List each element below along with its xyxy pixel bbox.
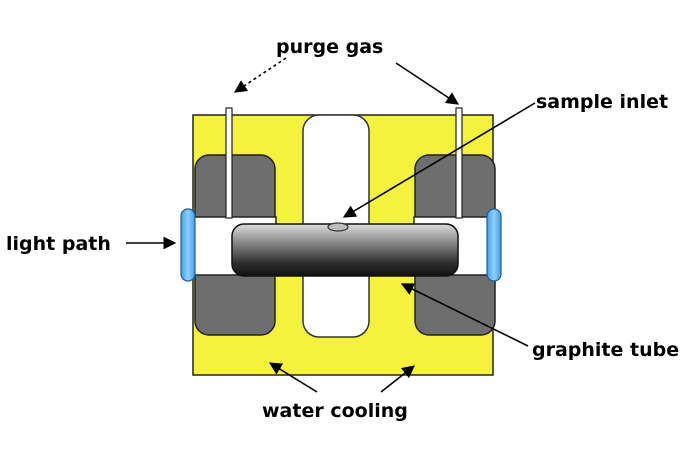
graphite-tube-label: graphite tube — [532, 339, 679, 361]
left-gas-tube — [225, 107, 233, 219]
graphite-tube-arrow — [400, 283, 529, 347]
light-path-label: light path — [6, 233, 111, 255]
right-gas-tube — [455, 107, 463, 219]
right-window — [486, 208, 502, 282]
purge-gas-label: purge gas — [276, 36, 383, 58]
water-cooling-label: water cooling — [262, 400, 408, 422]
sample-inlet-arrow — [342, 102, 536, 218]
sample-inlet-label: sample inlet — [536, 91, 668, 113]
left-window — [180, 208, 196, 282]
purge-gas-arrow-right — [395, 62, 460, 105]
purge-gas-arrow-left — [233, 57, 287, 93]
sample-hole — [327, 222, 349, 232]
graphite-tube — [231, 223, 459, 277]
water-cooling-arrow-right — [380, 365, 416, 393]
water-cooling-arrow-left — [268, 362, 318, 393]
